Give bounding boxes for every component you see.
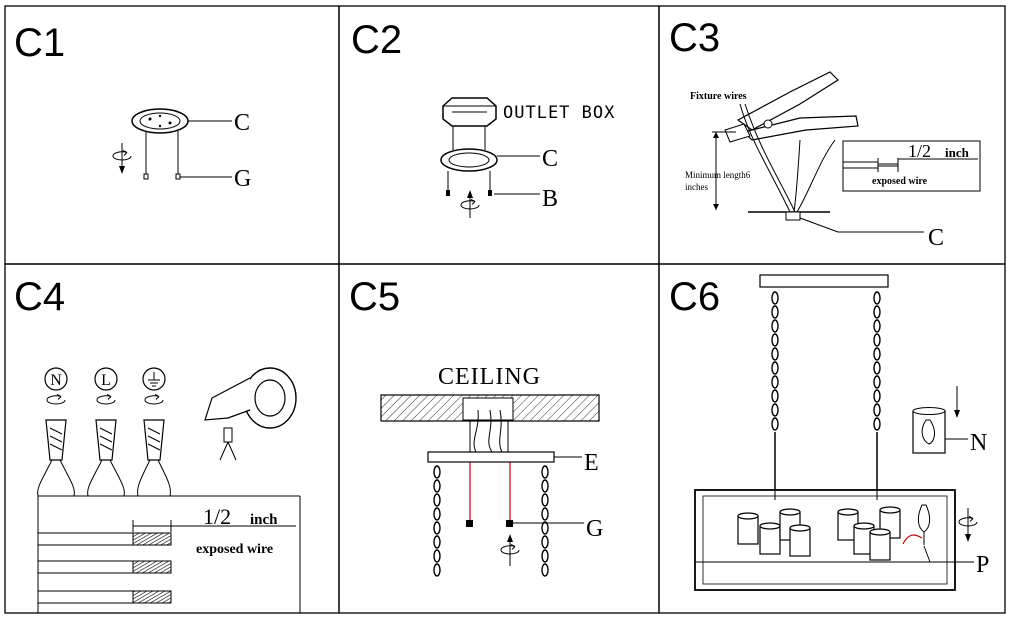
canopy-bar [759,274,889,288]
label-g: G [234,166,251,192]
wire-l-badge: L [94,367,118,391]
exposed-wire-inset [842,140,981,192]
panel-c4: C4 N L [14,275,301,613]
inch-unit: inch [945,145,970,160]
panel-c2: C2 OUTLET BOX C B [351,18,615,218]
exposed-wire-label: exposed wire [196,542,273,557]
inch-unit: inch [250,512,278,528]
label-g: G [586,516,603,542]
panel-c1-title: C1 [14,21,65,65]
label-c: C [928,225,944,251]
rotate-arrow-icon [958,508,978,542]
left-chain [771,291,779,431]
label-e: E [584,450,599,476]
left-chain [433,465,441,577]
label-c: C [542,146,558,172]
wire-n-label: N [50,372,62,389]
shade-n-part [912,407,946,454]
panel-c5: C5 CEILING E G [349,275,603,577]
wire-n-badge: N [44,367,68,391]
label-p: P [976,552,989,578]
rotate-arrow-icon [460,190,480,218]
right-chain [873,291,881,431]
fixture-frame [694,489,956,591]
outlet-box-shape [442,97,497,127]
panel-c3-title: C3 [669,16,720,60]
canopy-plate [440,148,498,172]
panel-c6: C6 [669,274,989,591]
fixture-wires-label: Fixture wires [690,91,747,102]
right-chain [541,465,549,577]
panel-c6-title: C6 [669,275,720,319]
half-inch-value: 1/2 [203,504,231,529]
half-inch-value: 1/2 [908,141,931,161]
wire-nut-connectors [45,419,165,461]
bulb-icon [917,504,931,545]
label-n: N [970,430,987,456]
outlet-box [462,397,514,421]
panel-c2-title: C2 [351,18,402,62]
panel-c4-title: C4 [14,275,65,319]
ground-icon [142,367,166,391]
wire-l-label: L [101,372,111,389]
rotate-arrow-icon [500,534,520,566]
panel-frames [4,5,1006,614]
minimum-length-label: Minimum length6 [685,170,751,180]
outlet-box-label: OUTLET BOX [503,103,615,123]
ceiling-label: CEILING [438,364,541,390]
panel-c5-title: C5 [349,275,400,319]
wire-stripper-icon [724,71,859,143]
panel-c1: C1 C G [14,21,251,192]
rotate-arrow-icon [112,143,132,174]
electrical-tape-icon [204,367,297,461]
label-b: B [542,186,558,212]
minimum-length-unit: inches [685,182,708,192]
candle-shades [737,506,901,561]
canopy-plate [131,108,189,134]
exposed-wire-label: exposed wire [872,176,928,187]
panel-c3: C3 Fixture wires Minimum length6 inches … [669,16,981,251]
label-c: C [234,110,250,136]
exposed-wire-inset [37,495,301,613]
canopy-bar [427,451,555,463]
